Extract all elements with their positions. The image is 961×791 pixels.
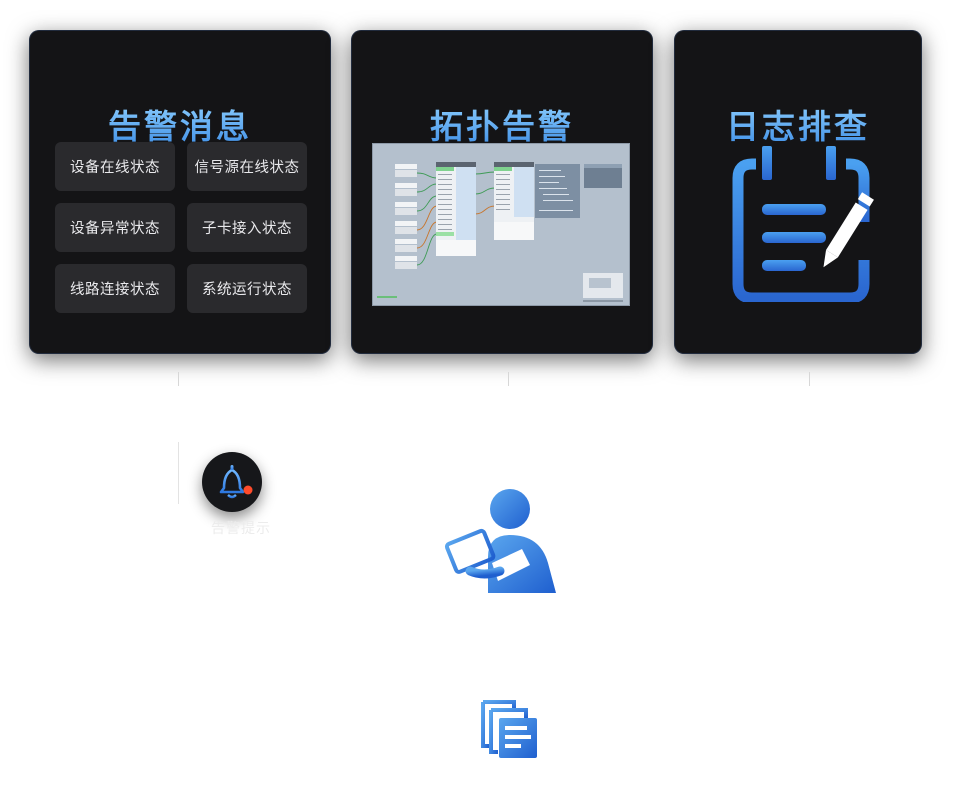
person-tablet-icon: [444, 489, 556, 593]
log-inspection-card[interactable]: 日志排查: [674, 30, 922, 354]
alarm-message-card[interactable]: 告警消息 设备在线状态 信号源在线状态 设备异常状态 子卡接入状态 线路连接状态…: [29, 30, 331, 354]
topology-screenshot: [372, 143, 630, 306]
log-card-title: 日志排查: [674, 100, 922, 148]
chip-device-abnormal[interactable]: 设备异常状态: [55, 203, 175, 252]
chip-line-connection[interactable]: 线路连接状态: [55, 264, 175, 313]
chip-system-running[interactable]: 系统运行状态: [187, 264, 307, 313]
connector-line: [178, 372, 179, 386]
topology-device-nodes: [395, 164, 417, 269]
topology-port-table-1: [436, 162, 476, 256]
chip-device-online[interactable]: 设备在线状态: [55, 142, 175, 191]
chip-subcard-access[interactable]: 子卡接入状态: [187, 203, 307, 252]
bell-icon: [219, 465, 253, 499]
topology-port-table-2: [494, 162, 534, 240]
connector-line: [809, 372, 810, 386]
notification-dot: [243, 485, 253, 495]
alarm-status-list: 设备在线状态 信号源在线状态 设备异常状态 子卡接入状态 线路连接状态 系统运行…: [55, 142, 307, 313]
topology-diagram-image: [373, 144, 629, 305]
topology-alarm-card[interactable]: 拓扑告警: [351, 30, 653, 354]
chip-signal-online[interactable]: 信号源在线状态: [187, 142, 307, 191]
alarm-card-title: 告警消息: [29, 100, 331, 148]
topology-card-title: 拓扑告警: [351, 100, 653, 148]
documents-icon: [481, 700, 537, 758]
clipboard-pencil-icon: [732, 146, 874, 302]
bell-label: 告警提示: [211, 521, 271, 537]
connector-line: [508, 372, 509, 386]
alarm-bell-badge[interactable]: [202, 452, 262, 512]
connector-line: [178, 442, 179, 504]
